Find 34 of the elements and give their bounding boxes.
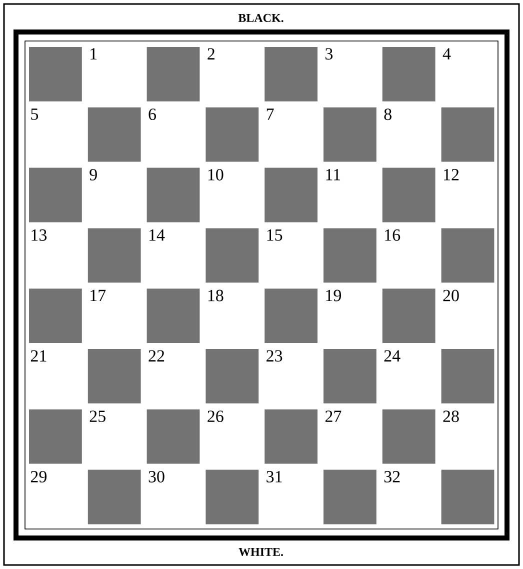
- square-number: 21: [30, 350, 46, 362]
- square-number: 16: [385, 229, 400, 241]
- square-number: 28: [443, 410, 459, 422]
- square-number: 8: [384, 108, 392, 120]
- square-number: 13: [32, 229, 47, 241]
- square-number: 30: [148, 471, 164, 482]
- square-number: 5: [31, 108, 38, 120]
- square-number: 1: [90, 48, 97, 60]
- side-label: WHITE.: [238, 548, 283, 556]
- square-number: 22: [148, 350, 164, 362]
- square-number: 31: [266, 471, 282, 482]
- square-number: 7: [266, 108, 274, 120]
- square-number: 17: [90, 290, 106, 302]
- square-number: 12: [444, 169, 459, 180]
- square-number: 27: [325, 410, 342, 422]
- square-number: 24: [384, 350, 400, 362]
- square-number: 4: [442, 48, 451, 60]
- square-number: 9: [90, 169, 97, 180]
- square-number: 14: [150, 229, 165, 241]
- side-label: BLACK.: [238, 14, 284, 22]
- square-number: 3: [326, 48, 333, 60]
- square-number: 23: [266, 350, 282, 362]
- square-number: 32: [384, 471, 400, 482]
- square-number: 25: [90, 410, 106, 422]
- square-number: 2: [208, 48, 214, 60]
- square-number: 15: [267, 229, 282, 241]
- square-number: 6: [148, 108, 156, 120]
- square-number: 10: [208, 169, 224, 180]
- square-number: 26: [208, 410, 224, 422]
- square-number: 29: [30, 471, 46, 482]
- square-number: 11: [326, 168, 340, 180]
- square-number: 18: [208, 290, 224, 302]
- square-number: 20: [443, 290, 459, 302]
- square-number: 19: [326, 290, 341, 302]
